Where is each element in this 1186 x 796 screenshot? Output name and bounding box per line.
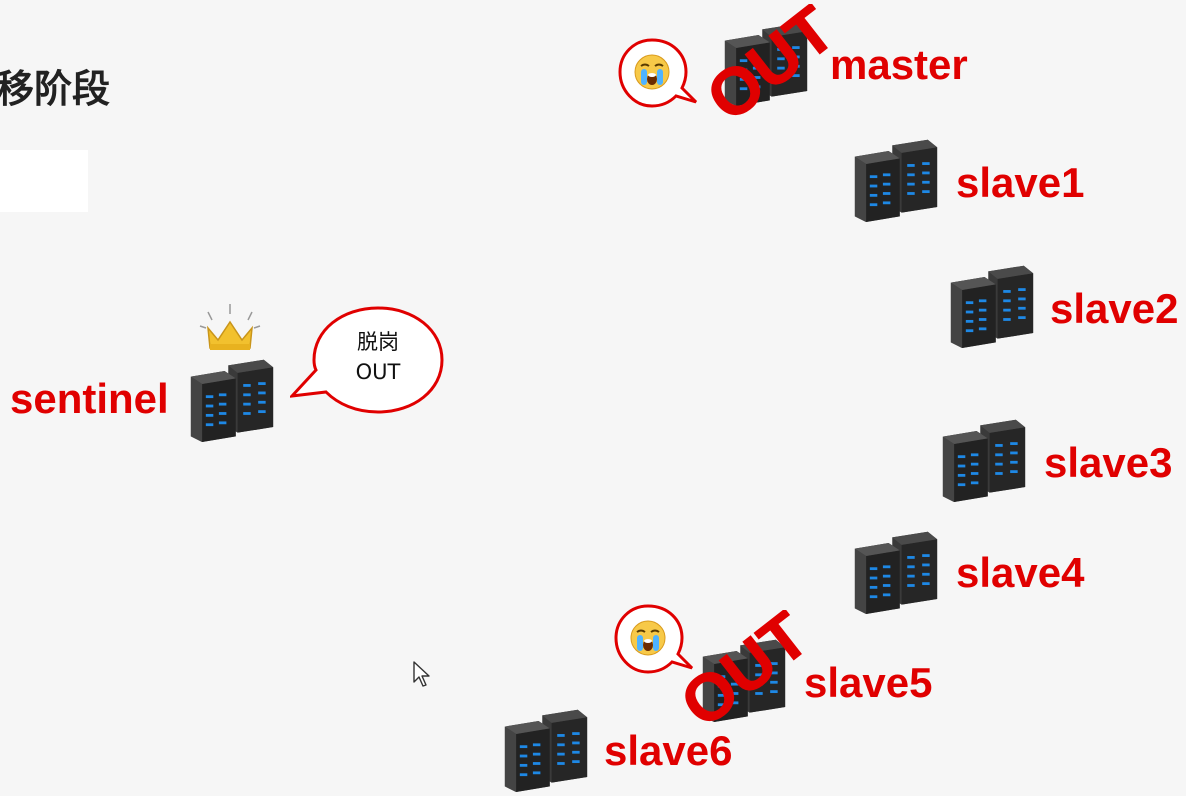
crown-icon [199,304,261,350]
bubble-line-1: 脱岗 [357,330,399,354]
sentinel-label: sentinel [10,375,169,422]
bubble-line-2: OUT [355,360,401,384]
slave3-server-icon [942,419,1026,502]
slave6-label: slave6 [604,727,733,774]
slave2-server-icon [950,265,1034,348]
slave1-server-icon [854,139,938,222]
blank-panel [0,150,88,212]
slave5-cry-bubble [614,604,694,674]
slave1-label: slave1 [956,159,1085,206]
slave5-label: slave5 [804,659,933,706]
svg-text:OUT: OUT [693,4,848,124]
stage-heading: 移阶段 [0,67,111,111]
slave2-label: slave2 [1050,285,1179,332]
master-label: master [830,41,968,88]
slave4-server-icon [854,531,938,614]
slave5-out-stamp: OUT [666,610,822,730]
sentinel-speech-bubble: 脱岗 OUT [290,304,448,416]
slave4-label: slave4 [956,549,1085,596]
svg-text:OUT: OUT [667,610,822,730]
sentinel-server-icon [190,359,274,442]
mouse-pointer-icon [413,661,430,687]
master-out-stamp: OUT [692,4,848,124]
crying-face-icon [634,54,670,90]
slave6-server-icon [504,709,588,792]
slave3-label: slave3 [1044,439,1173,486]
master-cry-bubble [618,38,698,108]
